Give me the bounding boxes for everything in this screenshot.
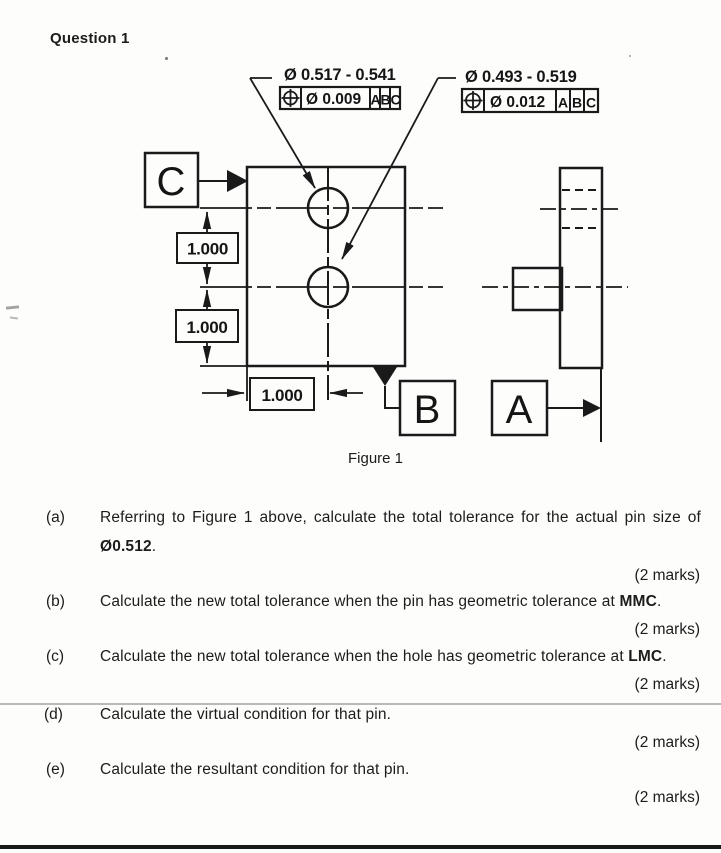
figure-1-drawing: Ø 0.517 - 0.541 Ø 0.009 A B C Ø 0.493 - … [143, 66, 628, 442]
question-b-prefix: Calculate the new total tolerance when t… [100, 593, 620, 610]
scan-fold-line [0, 703, 721, 705]
question-c-prefix: Calculate the new total tolerance when t… [100, 648, 629, 665]
question-a-line2: Ø0.512. [100, 538, 156, 555]
datum-b-label: B [414, 388, 441, 432]
question-a-suffix: . [151, 538, 157, 555]
figure-caption: Figure 1 [348, 450, 404, 467]
datum-c-triangle-icon [227, 170, 248, 192]
question-d-text: Calculate the virtual condition for that… [100, 706, 710, 723]
fcf-hole-frame [278, 85, 402, 111]
hole-callout-leader [249, 77, 316, 189]
dim2-box [175, 309, 239, 343]
datum-a-triangle-icon [583, 399, 601, 417]
datum-c-label: C [157, 160, 186, 204]
fcf-pin-datum-a: A [558, 95, 568, 111]
question-a-label: (a) [46, 509, 65, 526]
question-b-text: Calculate the new total tolerance when t… [100, 593, 710, 610]
fcf-hole-datum-c: C [390, 92, 400, 108]
hole-position-tolerance: Ø 0.009 [306, 91, 362, 108]
hole-size-limits: Ø 0.517 - 0.541 [284, 66, 396, 84]
question-a-bold-value: Ø0.512 [100, 538, 152, 555]
question-c-text: Calculate the new total tolerance when t… [100, 648, 710, 665]
fcf-hole-datum-a: A [370, 92, 380, 108]
question-a-line1: Referring to Figure 1 above, calculate t… [100, 509, 701, 526]
fcf-hole-datum-b: B [380, 92, 390, 108]
fcf-pin-frame [460, 87, 600, 114]
question-a-marks: (2 marks) [634, 567, 700, 584]
scan-speck [629, 55, 631, 57]
datum-a-label: A [506, 388, 533, 432]
fcf-pin-datum-b: B [572, 95, 582, 111]
datum-b-leader [384, 386, 399, 409]
pin-position-tolerance: Ø 0.012 [490, 94, 545, 111]
question-c-marks: (2 marks) [634, 676, 700, 693]
question-e-label: (e) [46, 761, 65, 778]
question-b-bold-term: MMC [619, 593, 657, 610]
question-e-marks: (2 marks) [634, 789, 700, 806]
pin-circle [306, 265, 350, 309]
dim1-box [176, 232, 239, 264]
question-b-label: (b) [46, 593, 65, 610]
position-symbol-icon [463, 91, 483, 110]
question-d-prefix: Calculate the virtual condition for that… [100, 706, 392, 723]
position-symbol-icon [281, 89, 300, 107]
question-c-label: (c) [46, 648, 65, 665]
pin-side-profile [511, 266, 564, 312]
question-d-label: (d) [44, 706, 63, 723]
question-b-suffix: . [656, 593, 662, 610]
scan-speck [165, 57, 168, 60]
dim2-value: 1.000 [186, 318, 227, 337]
side-view-outline [558, 166, 604, 370]
question-b-marks: (2 marks) [634, 621, 700, 638]
question-c-suffix: . [662, 648, 667, 665]
dim3-value: 1.000 [261, 386, 302, 405]
question-e-prefix: Calculate the resultant condition for th… [100, 761, 410, 778]
datum-b-triangle-icon [373, 367, 397, 386]
question-e-text: Calculate the resultant condition for th… [100, 761, 710, 778]
page-bottom-scan-edge [0, 845, 721, 849]
pin-size-limits: Ø 0.493 - 0.519 [465, 68, 577, 86]
hole-circle [306, 186, 350, 230]
fcf-pin-datum-c: C [586, 95, 596, 111]
dim1-value: 1.000 [187, 240, 228, 259]
dim3-box [249, 377, 315, 411]
datum-b-box [398, 379, 457, 437]
front-view-outline [245, 165, 407, 368]
question-d-marks: (2 marks) [634, 734, 700, 751]
question-c-bold-term: LMC [628, 648, 663, 665]
question-heading: Question 1 [50, 30, 130, 47]
pin-callout-leader [341, 77, 439, 260]
